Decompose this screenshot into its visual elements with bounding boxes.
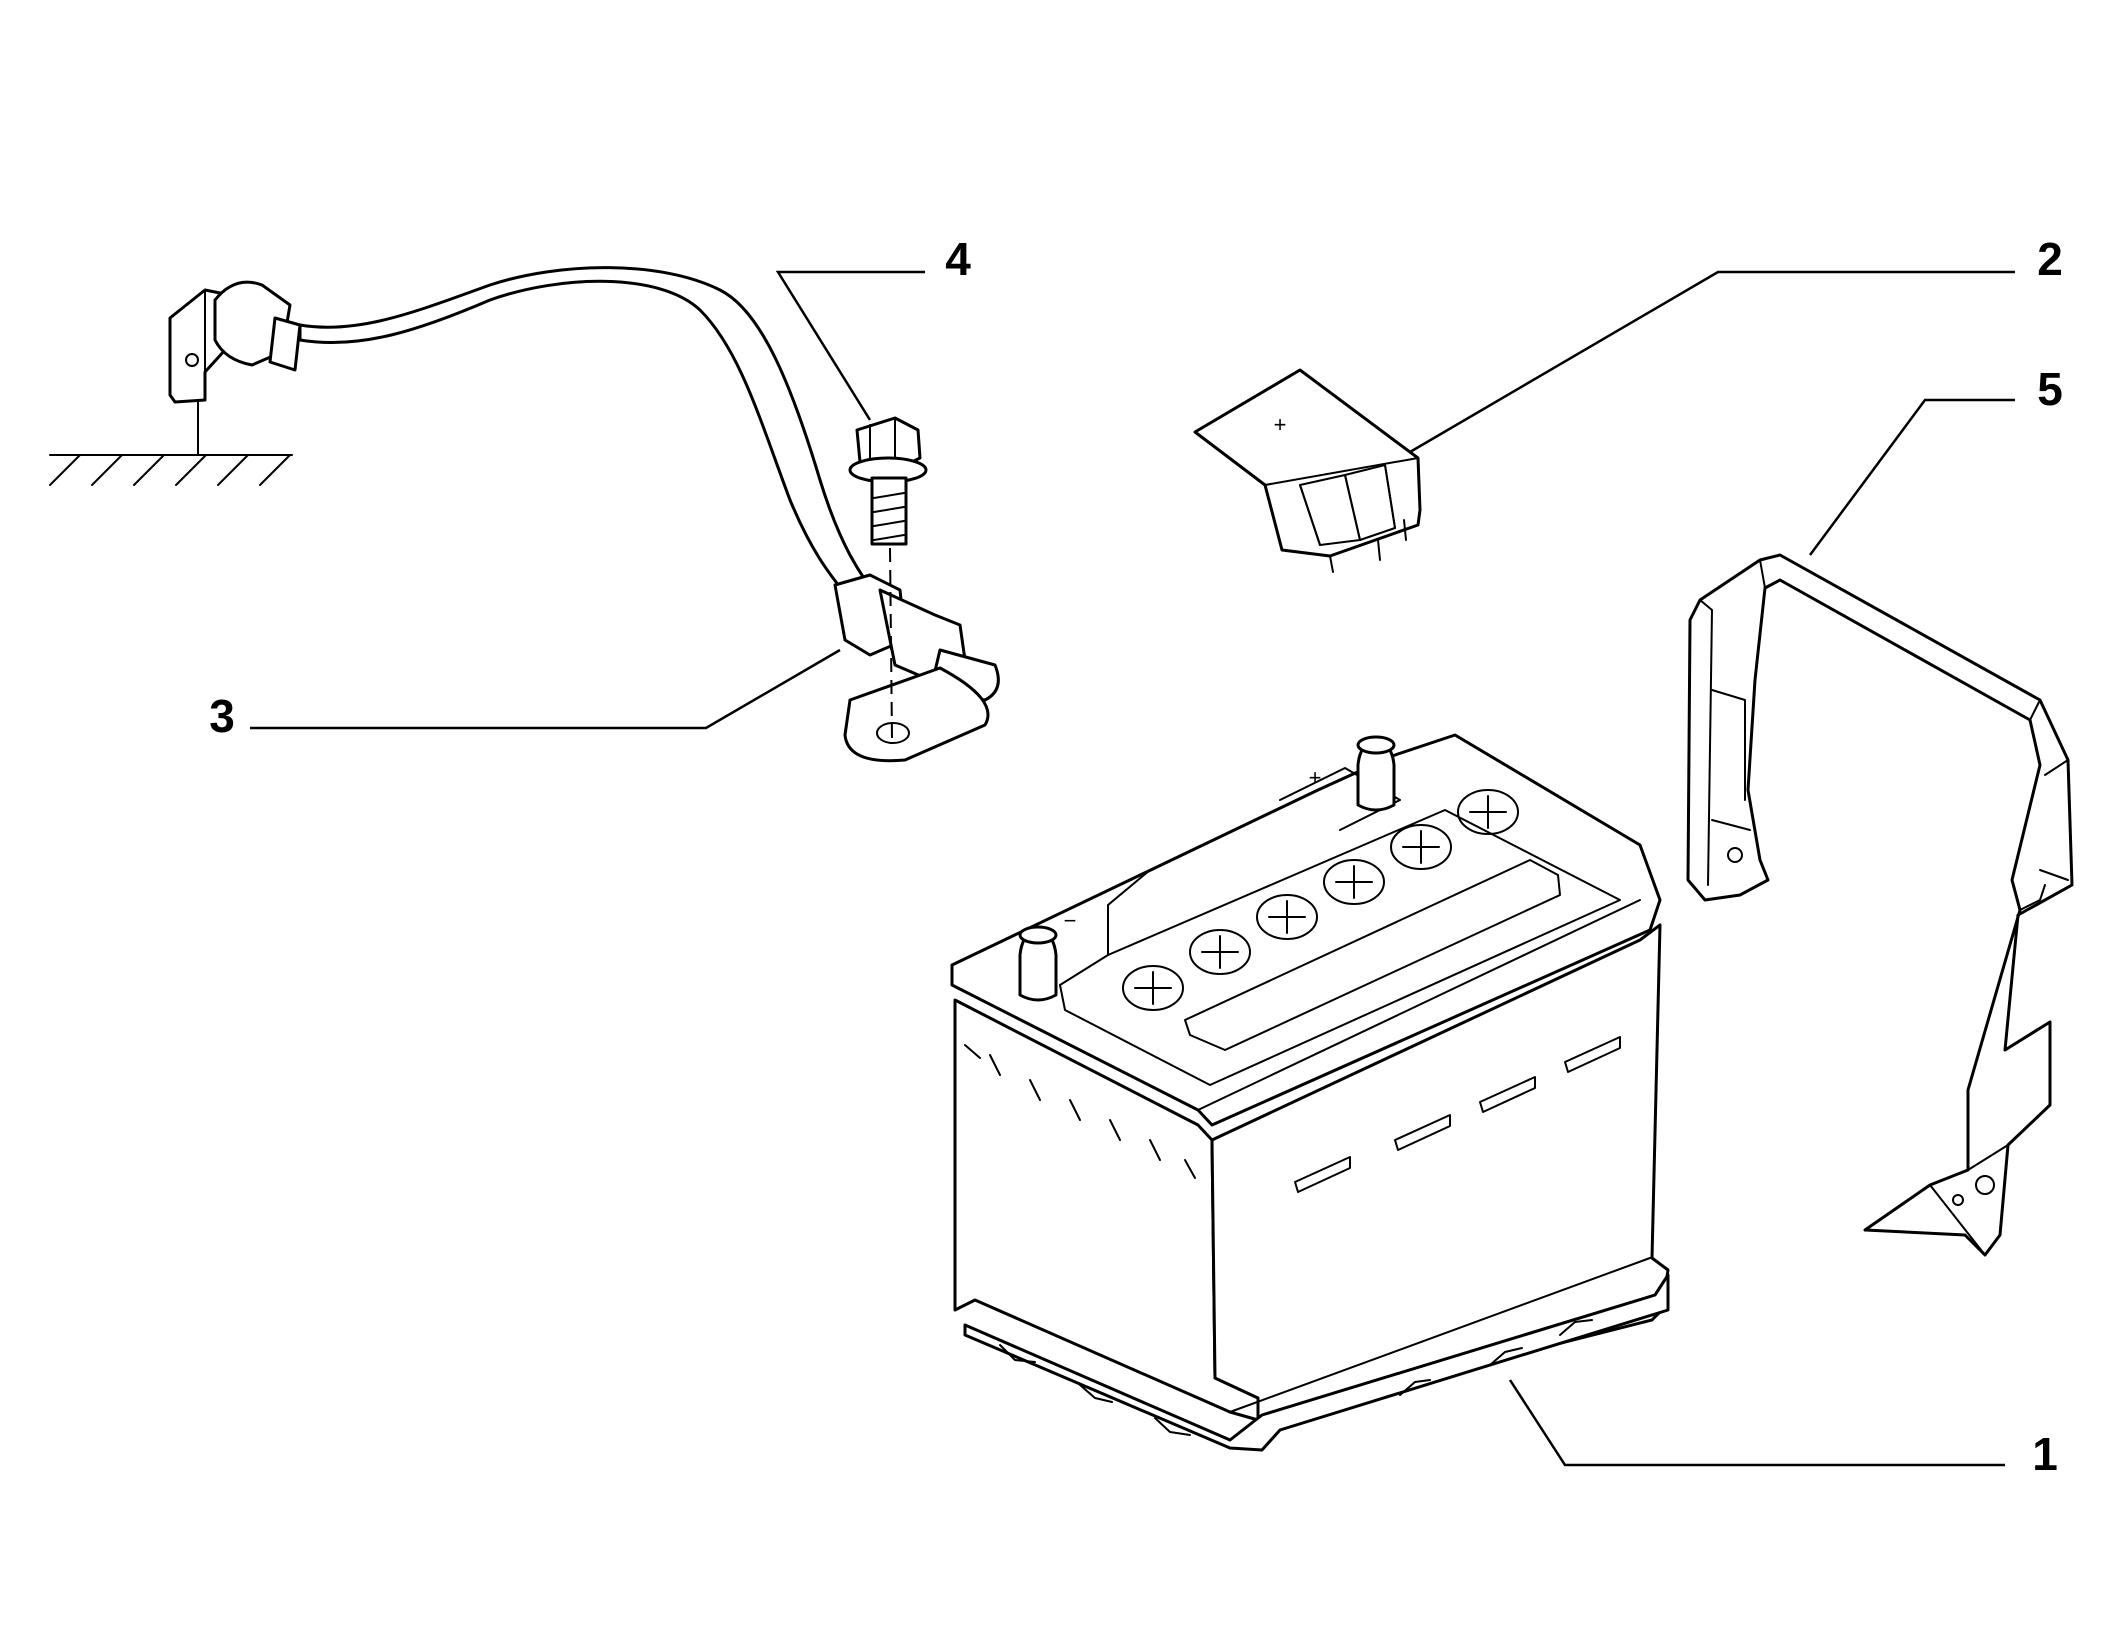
callout-3: 3 (209, 690, 235, 742)
negative-mark: − (1064, 908, 1077, 933)
ground-cable (168, 266, 1000, 763)
callout-4: 4 (945, 233, 971, 285)
callout-1: 1 (2032, 1428, 2058, 1480)
battery: + − (950, 733, 1670, 1452)
callouts: 4 2 5 3 1 (209, 233, 2063, 1480)
leader-5 (1808, 398, 2015, 556)
flange-bolt (848, 416, 928, 739)
positive-mark: + (1309, 765, 1322, 790)
hold-down-bracket (1686, 553, 2074, 1257)
callout-5: 5 (2037, 363, 2063, 415)
negative-terminal: − (1018, 908, 1077, 1002)
vent-caps (1122, 789, 1519, 1011)
leader-1 (1508, 1379, 2005, 1467)
leader-3 (250, 648, 841, 730)
leader-2 (1409, 270, 2015, 454)
callout-2: 2 (2037, 233, 2063, 285)
leader-lines (250, 270, 2015, 1467)
cover-plus-symbol: + (1274, 412, 1287, 437)
positive-terminal: + (1309, 735, 1396, 812)
leader-4 (775, 270, 925, 421)
terminal-cover: + (1193, 368, 1422, 573)
ground-symbol (49, 394, 293, 486)
